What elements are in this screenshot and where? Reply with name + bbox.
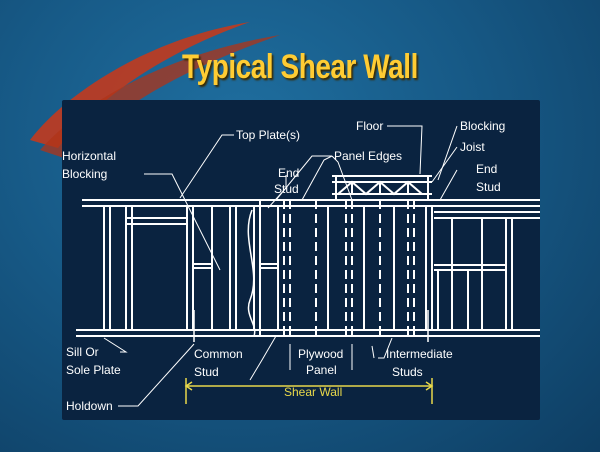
label-plywood-panel-2: Panel bbox=[306, 363, 337, 377]
label-common-stud-1: Common bbox=[194, 347, 243, 361]
label-plywood-panel-1: Plywood bbox=[298, 347, 343, 361]
label-common-stud-2: Stud bbox=[194, 365, 219, 379]
label-floor: Floor bbox=[356, 119, 383, 133]
panel-break-line bbox=[247, 209, 256, 337]
label-intermediate-studs-2: Studs bbox=[392, 365, 423, 379]
label-top-plates: Top Plate(s) bbox=[236, 128, 300, 142]
label-end-stud-right-1: End bbox=[476, 162, 497, 176]
label-panel-edges: Panel Edges bbox=[334, 149, 402, 163]
label-holdown: Holdown bbox=[66, 399, 113, 413]
label-sill-plate-1: Sill Or bbox=[66, 345, 99, 359]
plywood-panel-edges bbox=[259, 200, 415, 336]
shear-wall-studs bbox=[277, 206, 433, 330]
left-wall-studs bbox=[103, 206, 261, 330]
floor-joist-truss bbox=[332, 175, 432, 200]
top-plates bbox=[82, 199, 540, 207]
label-end-stud-right-2: Stud bbox=[476, 180, 501, 194]
holdown-anchors bbox=[193, 310, 429, 342]
leader-lines bbox=[103, 125, 458, 407]
horizontal-blocking bbox=[193, 263, 278, 269]
label-horizontal-blocking-1: Horizontal bbox=[62, 149, 116, 163]
right-wall-studs bbox=[434, 211, 540, 330]
sill-plate bbox=[76, 329, 540, 337]
label-end-stud-left-2: Stud bbox=[274, 182, 299, 196]
shear-wall-dimension bbox=[184, 378, 434, 404]
page-title: Typical Shear Wall bbox=[182, 48, 418, 86]
label-end-stud-left-1: End bbox=[278, 166, 299, 180]
plywood-panel-bracket bbox=[289, 344, 353, 370]
label-shear-wall: Shear Wall bbox=[284, 385, 342, 399]
label-horizontal-blocking-2: Blocking bbox=[62, 167, 107, 181]
shear-wall-diagram: Top Plate(s) Horizontal Blocking End Stu… bbox=[62, 119, 540, 413]
label-intermediate-studs-1: Intermediate bbox=[386, 347, 453, 361]
label-blocking: Blocking bbox=[460, 119, 505, 133]
diagram-panel bbox=[62, 100, 540, 420]
label-joist: Joist bbox=[460, 140, 485, 154]
label-sill-plate-2: Sole Plate bbox=[66, 363, 121, 377]
